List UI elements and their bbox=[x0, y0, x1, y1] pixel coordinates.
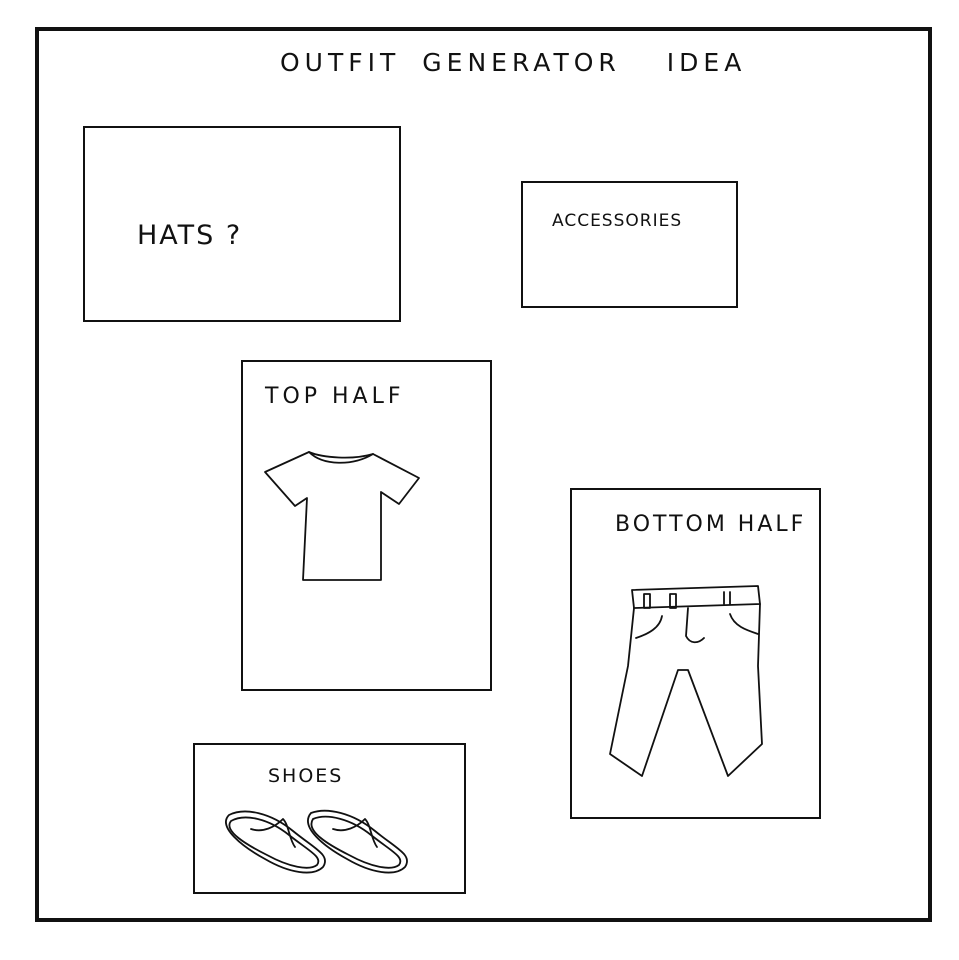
t-shirt-icon bbox=[264, 451, 420, 581]
top-half-box[interactable]: TOP HALF bbox=[241, 360, 492, 691]
page-title: OUTFIT GENERATOR IDEA bbox=[280, 48, 746, 77]
pants-icon bbox=[609, 585, 763, 777]
title-word-outfit: OUTFIT bbox=[280, 48, 401, 77]
accessories-label: ACCESSORIES bbox=[552, 211, 683, 231]
canvas-frame bbox=[35, 27, 932, 922]
bottom-half-box[interactable]: BOTTOM HALF bbox=[570, 488, 821, 819]
bottom-half-label: BOTTOM HALF bbox=[615, 512, 807, 537]
accessories-box[interactable]: ACCESSORIES bbox=[521, 181, 738, 308]
shoes-label: SHOES bbox=[268, 765, 344, 787]
hats-label: HATS ? bbox=[137, 220, 243, 251]
flip-flops-icon bbox=[225, 809, 408, 874]
title-word-idea: IDEA bbox=[666, 48, 747, 77]
shoes-box[interactable]: SHOES bbox=[193, 743, 466, 894]
hats-box[interactable]: HATS ? bbox=[83, 126, 401, 322]
top-half-label: TOP HALF bbox=[265, 384, 405, 409]
title-word-generator: GENERATOR bbox=[422, 48, 621, 77]
